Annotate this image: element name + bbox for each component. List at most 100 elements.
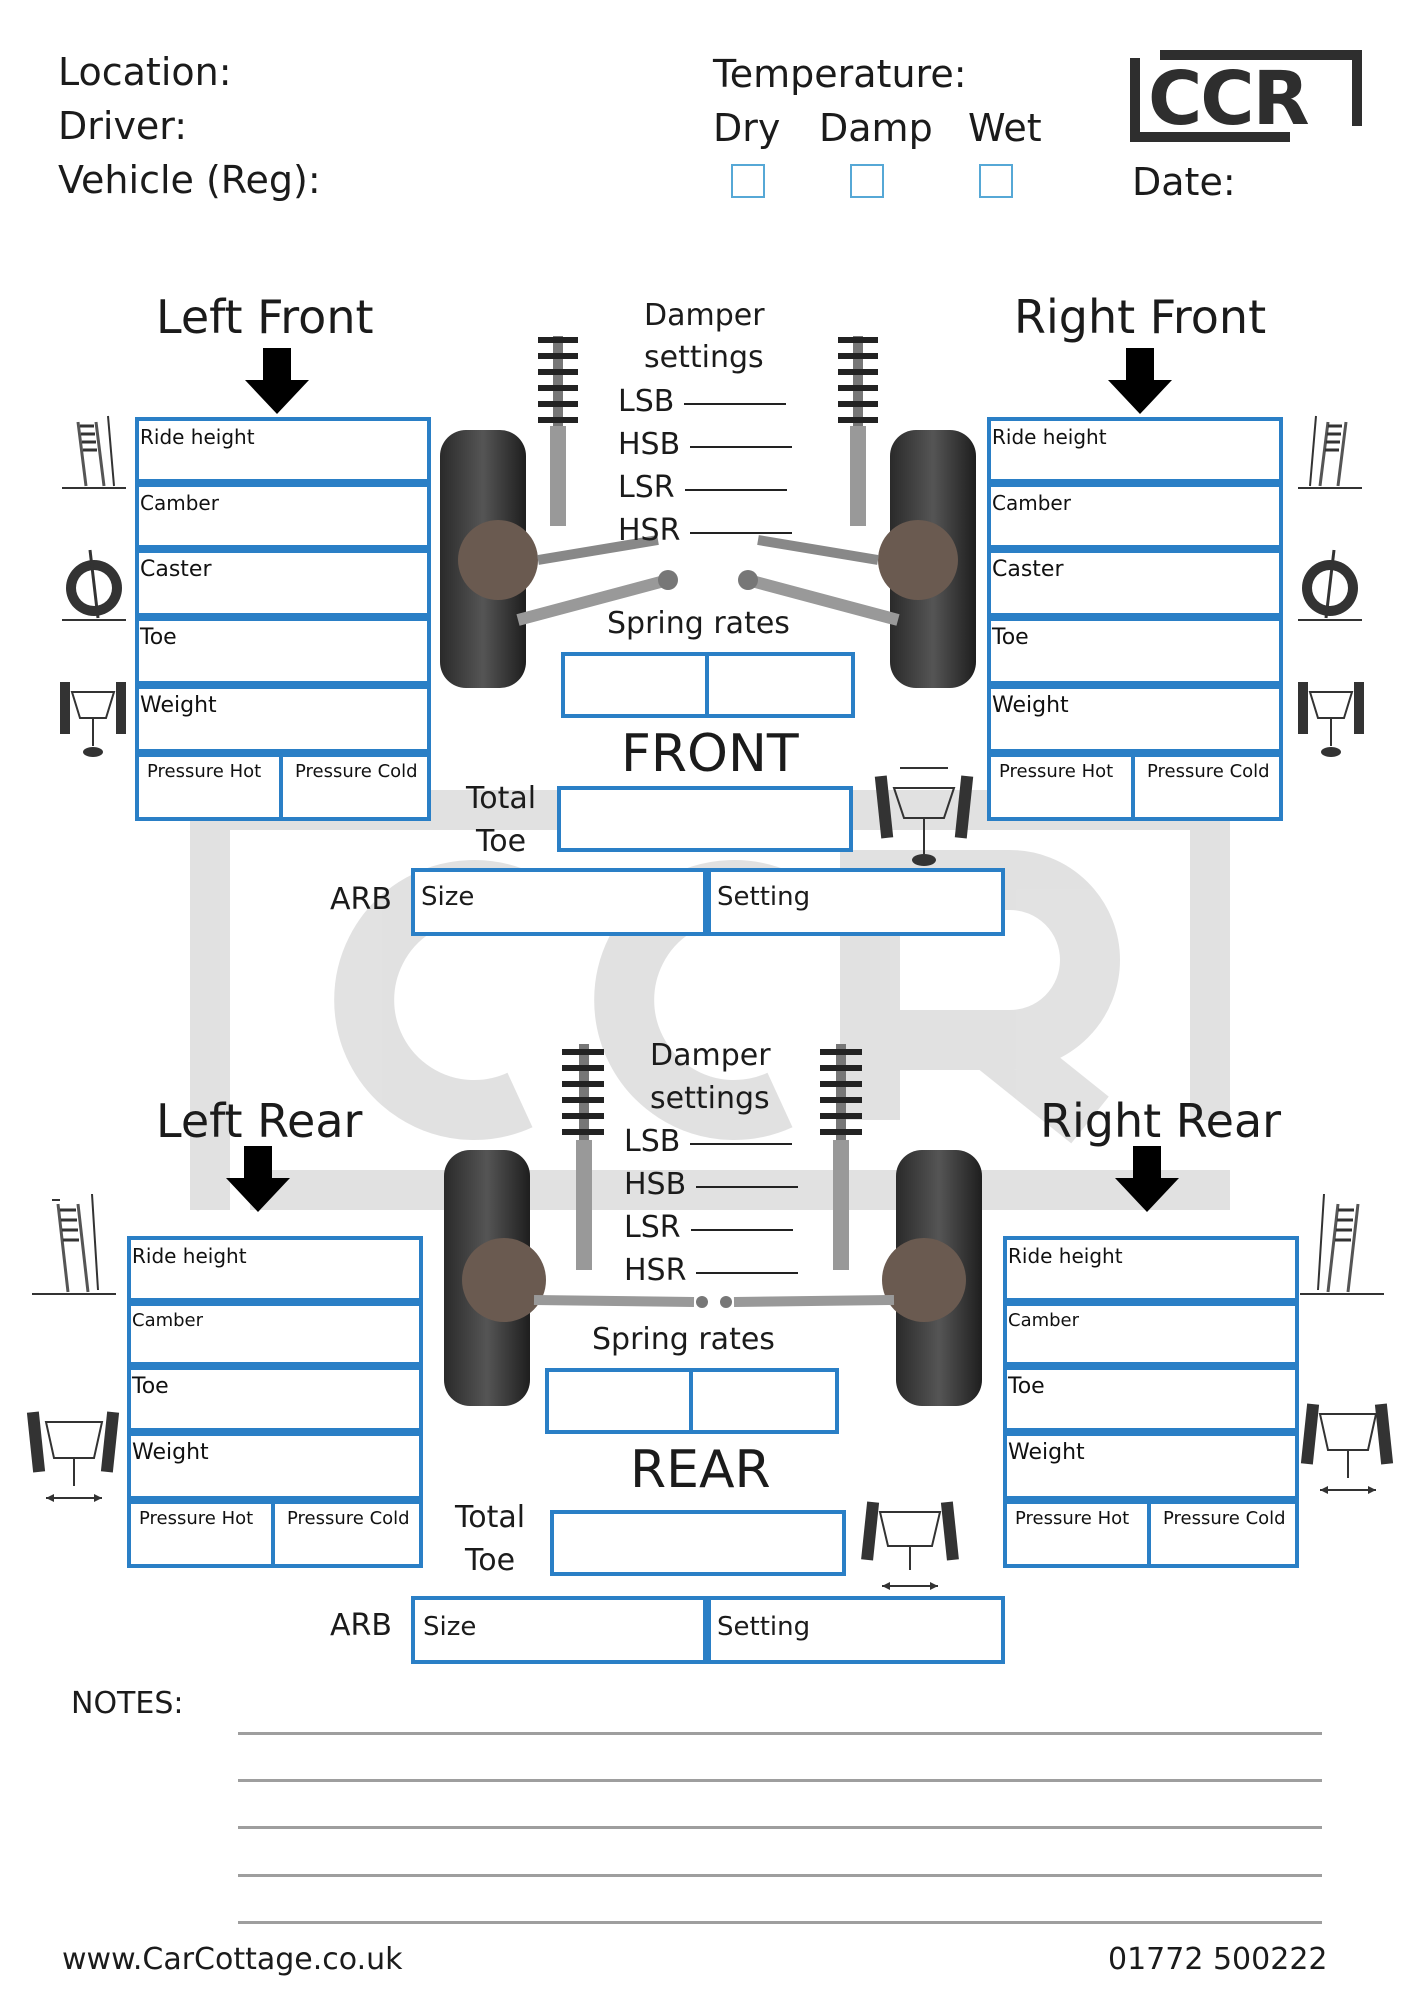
rear-hsr-row[interactable]: HSR (624, 1253, 799, 1288)
caster-diagram-icon (1298, 549, 1362, 621)
ccr-logo: CCR (1130, 50, 1362, 142)
wet-checkbox[interactable] (979, 164, 1013, 198)
rf-camber-box[interactable]: Camber (987, 483, 1283, 549)
lr-weight-box[interactable]: Weight (127, 1432, 423, 1500)
rear-arb-size-field[interactable]: Size (411, 1596, 707, 1664)
damp-checkbox[interactable] (850, 164, 884, 198)
lr-pressure-hot-label: Pressure Hot (139, 1508, 254, 1529)
front-arb-size-field[interactable]: Size (411, 868, 707, 936)
condition-damp-label: Damp (819, 106, 933, 150)
notes-line[interactable] (238, 1826, 1322, 1829)
rr-camber-box[interactable]: Camber (1003, 1302, 1299, 1366)
lf-pressure-hot-label: Pressure Hot (147, 761, 262, 782)
rear-total-label: Total (455, 1500, 526, 1535)
right-rear-title: Right Rear (1040, 1094, 1282, 1148)
lf-camber-box[interactable]: Camber (135, 483, 431, 549)
lr-ride-height-box[interactable]: Ride height (127, 1236, 423, 1302)
rr-weight-label: Weight (1008, 1440, 1085, 1465)
lf-pressure-cold-box[interactable]: Pressure Cold (279, 753, 431, 821)
front-total-toe-field[interactable] (557, 786, 853, 852)
rr-pressure-hot-label: Pressure Hot (1015, 1508, 1130, 1529)
rf-ride-height-box[interactable]: Ride height (987, 417, 1283, 483)
lf-toe-label: Toe (140, 625, 177, 650)
lr-pressure-cold-label: Pressure Cold (287, 1508, 410, 1529)
lf-camber-label: Camber (140, 491, 219, 515)
lr-pressure-cold-box[interactable]: Pressure Cold (271, 1500, 423, 1568)
lf-caster-label: Caster (140, 557, 212, 582)
rear-lsr-row[interactable]: LSR (624, 1210, 793, 1245)
rf-pressure-cold-box[interactable]: Pressure Cold (1131, 753, 1283, 821)
rf-pressure-hot-box[interactable]: Pressure Hot (987, 753, 1135, 821)
notes-line[interactable] (238, 1874, 1322, 1877)
rf-toe-box[interactable]: Toe (987, 617, 1283, 685)
rr-toe-box[interactable]: Toe (1003, 1366, 1299, 1432)
left-rear-arrow-icon (226, 1146, 290, 1212)
lf-caster-box[interactable]: Caster (135, 549, 431, 617)
lr-camber-box[interactable]: Camber (127, 1302, 423, 1366)
rear-spring-rate-left-field[interactable] (545, 1368, 693, 1434)
rf-caster-box[interactable]: Caster (987, 549, 1283, 617)
front-spring-rate-left-field[interactable] (561, 652, 709, 718)
lf-ride-height-box[interactable]: Ride height (135, 417, 431, 483)
rr-ride-height-box[interactable]: Ride height (1003, 1236, 1299, 1302)
rr-camber-label: Camber (1008, 1310, 1080, 1331)
notes-line[interactable] (238, 1921, 1322, 1924)
dry-checkbox[interactable] (731, 164, 765, 198)
temperature-label: Temperature: (713, 52, 967, 96)
lr-camber-label: Camber (132, 1310, 204, 1331)
rear-damper-title: Damper (650, 1038, 771, 1073)
rear-spring-rate-right-field[interactable] (689, 1368, 839, 1434)
rear-title: REAR (630, 1440, 771, 1500)
rear-arb-size-label: Size (423, 1612, 477, 1642)
lf-ride-height-label: Ride height (140, 425, 255, 449)
lr-pressure-hot-box[interactable]: Pressure Hot (127, 1500, 275, 1568)
front-title: FRONT (621, 724, 799, 784)
front-lsr-label: LSR (618, 470, 675, 505)
front-spring-rate-right-field[interactable] (705, 652, 855, 718)
total-toe-diagram-icon (874, 767, 974, 866)
ride-height-diagram-icon (1298, 415, 1362, 489)
vehicle-reg-label: Vehicle (Reg): (58, 158, 321, 202)
condition-wet-label: Wet (968, 106, 1042, 150)
rf-ride-height-label: Ride height (992, 425, 1107, 449)
rear-toe-diagram-icon (26, 1411, 120, 1502)
lf-pressure-cold-label: Pressure Cold (295, 761, 418, 782)
lf-weight-box[interactable]: Weight (135, 685, 431, 753)
rear-arb-setting-label: Setting (717, 1612, 811, 1642)
lf-pressure-hot-box[interactable]: Pressure Hot (135, 753, 283, 821)
rear-hsb-row[interactable]: HSB (624, 1167, 799, 1202)
rear-lsb-row[interactable]: LSB (624, 1124, 793, 1159)
front-arb-size-label: Size (421, 882, 475, 912)
front-total-label: Total (466, 781, 537, 816)
lf-toe-box[interactable]: Toe (135, 617, 431, 685)
lr-toe-label: Toe (132, 1374, 169, 1399)
weight-diagram-icon (1298, 682, 1364, 757)
rear-damper-title-2: settings (650, 1081, 770, 1116)
rear-spring-rates-label: Spring rates (592, 1322, 775, 1357)
front-hsr-label: HSR (618, 513, 681, 548)
lr-ride-height-label: Ride height (132, 1244, 247, 1268)
front-hsr-row[interactable]: HSR (618, 513, 793, 548)
notes-line[interactable] (238, 1732, 1322, 1735)
rear-lsb-label: LSB (624, 1124, 681, 1159)
rf-weight-label: Weight (992, 693, 1069, 718)
rf-pressure-cold-label: Pressure Cold (1147, 761, 1270, 782)
rear-hsb-label: HSB (624, 1167, 687, 1202)
rr-weight-box[interactable]: Weight (1003, 1432, 1299, 1500)
rr-pressure-cold-box[interactable]: Pressure Cold (1147, 1500, 1299, 1568)
driver-label: Driver: (58, 104, 188, 148)
notes-line[interactable] (238, 1779, 1322, 1782)
rr-pressure-hot-box[interactable]: Pressure Hot (1003, 1500, 1151, 1568)
front-hsb-row[interactable]: HSB (618, 427, 793, 462)
ride-height-diagram-icon (62, 415, 126, 489)
front-arb-setting-field[interactable]: Setting (707, 868, 1005, 936)
left-rear-title: Left Rear (156, 1094, 363, 1148)
lr-toe-box[interactable]: Toe (127, 1366, 423, 1432)
rear-arb-setting-field[interactable]: Setting (707, 1596, 1005, 1664)
right-front-title: Right Front (1014, 290, 1267, 344)
front-lsr-row[interactable]: LSR (618, 470, 787, 505)
rf-weight-box[interactable]: Weight (987, 685, 1283, 753)
front-lsb-row[interactable]: LSB (618, 384, 787, 419)
rear-total-toe-field[interactable] (550, 1510, 846, 1576)
right-rear-arrow-icon (1115, 1146, 1179, 1212)
